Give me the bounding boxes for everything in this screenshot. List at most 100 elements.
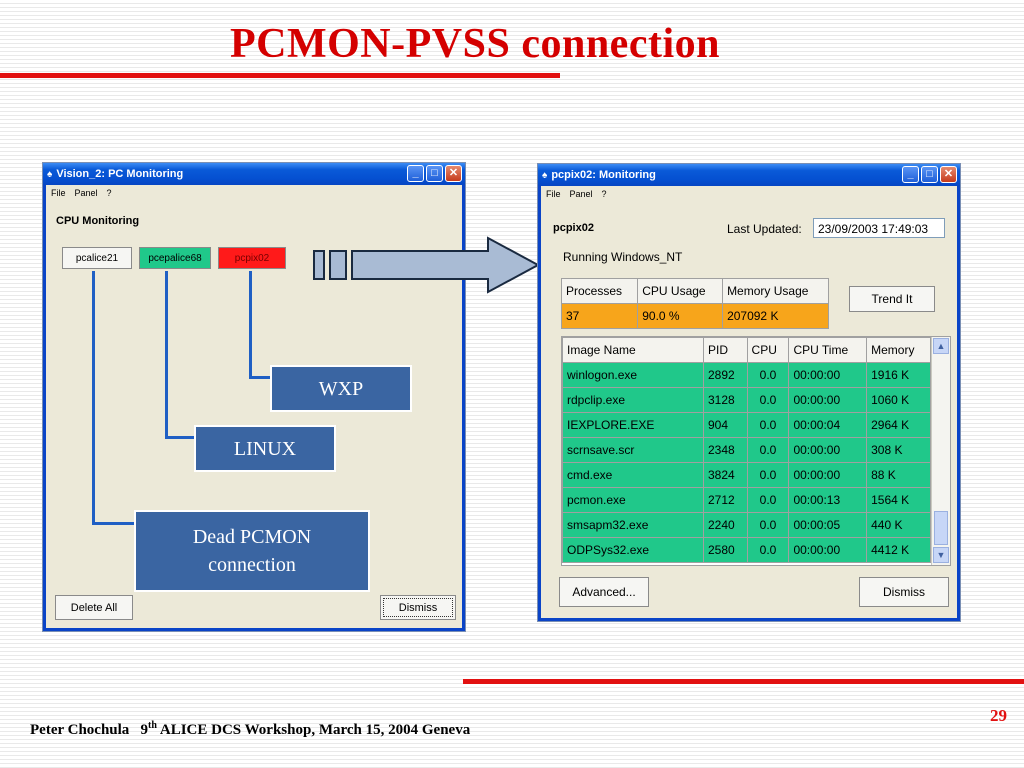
app-icon: ♠	[47, 168, 53, 180]
minimize-icon[interactable]: _	[902, 166, 919, 183]
cpu-cell: 0.0	[746, 412, 790, 438]
col-memory[interactable]: Memory	[866, 337, 931, 363]
cpu-time-cell: 00:00:00	[788, 462, 868, 488]
dead-callout-line2: connection	[208, 554, 296, 576]
scroll-thumb[interactable]	[934, 511, 948, 545]
maximize-icon[interactable]: □	[426, 165, 443, 182]
cpu-time-cell: 00:00:05	[788, 512, 868, 538]
dead-pcmon-callout: Dead PCMON connection	[134, 510, 370, 592]
linux-callout: LINUX	[194, 425, 336, 472]
image-name-cell: pcmon.exe	[562, 487, 704, 513]
table-row[interactable]: winlogon.exe 2892 0.0 00:00:00 1916 K	[562, 362, 931, 388]
cpu-cell: 0.0	[746, 537, 790, 563]
table-row[interactable]: ODPSys32.exe 2580 0.0 00:00:00 4412 K	[562, 537, 931, 563]
pcpix02-body: File Panel ? pcpix02 Last Updated: 23/09…	[541, 186, 957, 618]
pid-cell: 3128	[703, 387, 748, 413]
menu-panel[interactable]: Panel	[569, 189, 593, 199]
cpu-cell: 0.0	[746, 462, 790, 488]
close-icon[interactable]: ✕	[940, 166, 957, 183]
table-row[interactable]: pcmon.exe 2712 0.0 00:00:13 1564 K	[562, 487, 931, 513]
connector-wxp	[249, 271, 252, 379]
pc-button-pcepalice68[interactable]: pcepalice68	[139, 247, 211, 269]
col-processes: Processes	[560, 278, 639, 304]
pid-cell: 2712	[703, 487, 748, 513]
pc-button-pcalice21[interactable]: pcalice21	[62, 247, 132, 269]
pid-cell: 3824	[703, 462, 748, 488]
delete-all-button[interactable]: Delete All	[55, 595, 133, 620]
menu-bar: File Panel ?	[46, 185, 462, 201]
connector-linux-foot	[165, 436, 195, 439]
page-number: 29	[990, 706, 1007, 725]
footer-rule	[463, 679, 1024, 684]
table-row[interactable]: smsapm32.exe 2240 0.0 00:00:05 440 K	[562, 512, 931, 538]
table-row[interactable]: scrnsave.scr 2348 0.0 00:00:00 308 K	[562, 437, 931, 463]
cpu-time-cell: 00:00:04	[788, 412, 868, 438]
memory-cell: 308 K	[866, 437, 931, 463]
image-name-cell: ODPSys32.exe	[562, 537, 704, 563]
window-title: Vision_2: PC Monitoring	[56, 168, 184, 180]
menu-file[interactable]: File	[51, 188, 66, 198]
col-pid[interactable]: PID	[703, 337, 748, 363]
minimize-icon[interactable]: _	[407, 165, 424, 182]
os-status: Running Windows_NT	[563, 250, 683, 264]
table-row[interactable]: rdpclip.exe 3128 0.0 00:00:00 1060 K	[562, 387, 931, 413]
pcpix02-titlebar[interactable]: ♠ pcpix02: Monitoring _ □ ✕	[538, 164, 960, 186]
memory-usage-value: 207092 K	[722, 303, 829, 329]
col-cpu-usage: CPU Usage	[637, 278, 724, 304]
pid-cell: 904	[703, 412, 748, 438]
col-cpu-time[interactable]: CPU Time	[788, 337, 868, 363]
col-image-name[interactable]: Image Name	[562, 337, 704, 363]
image-name-cell: smsapm32.exe	[562, 512, 704, 538]
memory-cell: 4412 K	[866, 537, 931, 563]
image-name-cell: scrnsave.scr	[562, 437, 704, 463]
dead-callout-line1: Dead PCMON	[192, 526, 312, 548]
memory-cell: 1564 K	[866, 487, 931, 513]
process-list-scrollbar[interactable]: ▲ ▼	[931, 337, 950, 565]
footer-num: 9	[140, 722, 149, 738]
pid-cell: 2892	[703, 362, 748, 388]
last-updated-field[interactable]: 23/09/2003 17:49:03	[813, 218, 945, 238]
process-list: Image Name PID CPU CPU Time Memory winlo…	[561, 336, 951, 566]
summary-table: Processes CPU Usage Memory Usage 37 90.0…	[560, 278, 829, 329]
col-cpu[interactable]: CPU	[746, 337, 790, 363]
cpu-cell: 0.0	[746, 437, 790, 463]
pid-cell: 2348	[703, 437, 748, 463]
connector-linux	[165, 271, 168, 439]
menu-help[interactable]: ?	[601, 189, 607, 199]
table-row[interactable]: cmd.exe 3824 0.0 00:00:00 88 K	[562, 462, 931, 488]
table-row[interactable]: IEXPLORE.EXE 904 0.0 00:00:04 2964 K	[562, 412, 931, 438]
dismiss-button[interactable]: Dismiss	[380, 595, 456, 620]
cpu-cell: 0.0	[746, 512, 790, 538]
memory-cell: 88 K	[866, 462, 931, 488]
process-table: Image Name PID CPU CPU Time Memory winlo…	[562, 337, 931, 563]
cpu-time-cell: 00:00:00	[788, 362, 868, 388]
dismiss-button[interactable]: Dismiss	[859, 577, 949, 607]
col-memory-usage: Memory Usage	[722, 278, 829, 304]
maximize-icon[interactable]: □	[921, 166, 938, 183]
footer-author: Peter Chochula	[30, 722, 130, 738]
image-name-cell: cmd.exe	[562, 462, 704, 488]
arrow-graphic	[313, 236, 541, 294]
pc-monitoring-titlebar[interactable]: ♠ Vision_2: PC Monitoring _ □ ✕	[43, 163, 465, 185]
close-icon[interactable]: ✕	[445, 165, 462, 182]
image-name-cell: IEXPLORE.EXE	[562, 412, 704, 438]
cpu-cell: 0.0	[746, 387, 790, 413]
scroll-up-icon[interactable]: ▲	[933, 338, 949, 354]
pcpix02-monitoring-window: ♠ pcpix02: Monitoring _ □ ✕ File Panel ?…	[537, 163, 961, 622]
menu-file[interactable]: File	[546, 189, 561, 199]
trend-it-button[interactable]: Trend It	[849, 286, 935, 312]
menu-help[interactable]: ?	[106, 188, 112, 198]
footer-text: Peter Chochula 9th ALICE DCS Workshop, M…	[30, 720, 470, 739]
footer-sup: th	[148, 720, 157, 731]
scroll-down-icon[interactable]: ▼	[933, 547, 949, 563]
cpu-time-cell: 00:00:13	[788, 487, 868, 513]
cpu-time-cell: 00:00:00	[788, 537, 868, 563]
menu-panel[interactable]: Panel	[74, 188, 98, 198]
footer-event: ALICE DCS Workshop, March 15, 2004 Genev…	[156, 722, 471, 738]
advanced-button[interactable]: Advanced...	[559, 577, 649, 607]
image-name-cell: winlogon.exe	[562, 362, 704, 388]
pc-button-pcpix02[interactable]: pcpix02	[218, 247, 286, 269]
menu-bar: File Panel ?	[541, 186, 957, 202]
pid-cell: 2240	[703, 512, 748, 538]
processes-value: 37	[560, 303, 639, 329]
